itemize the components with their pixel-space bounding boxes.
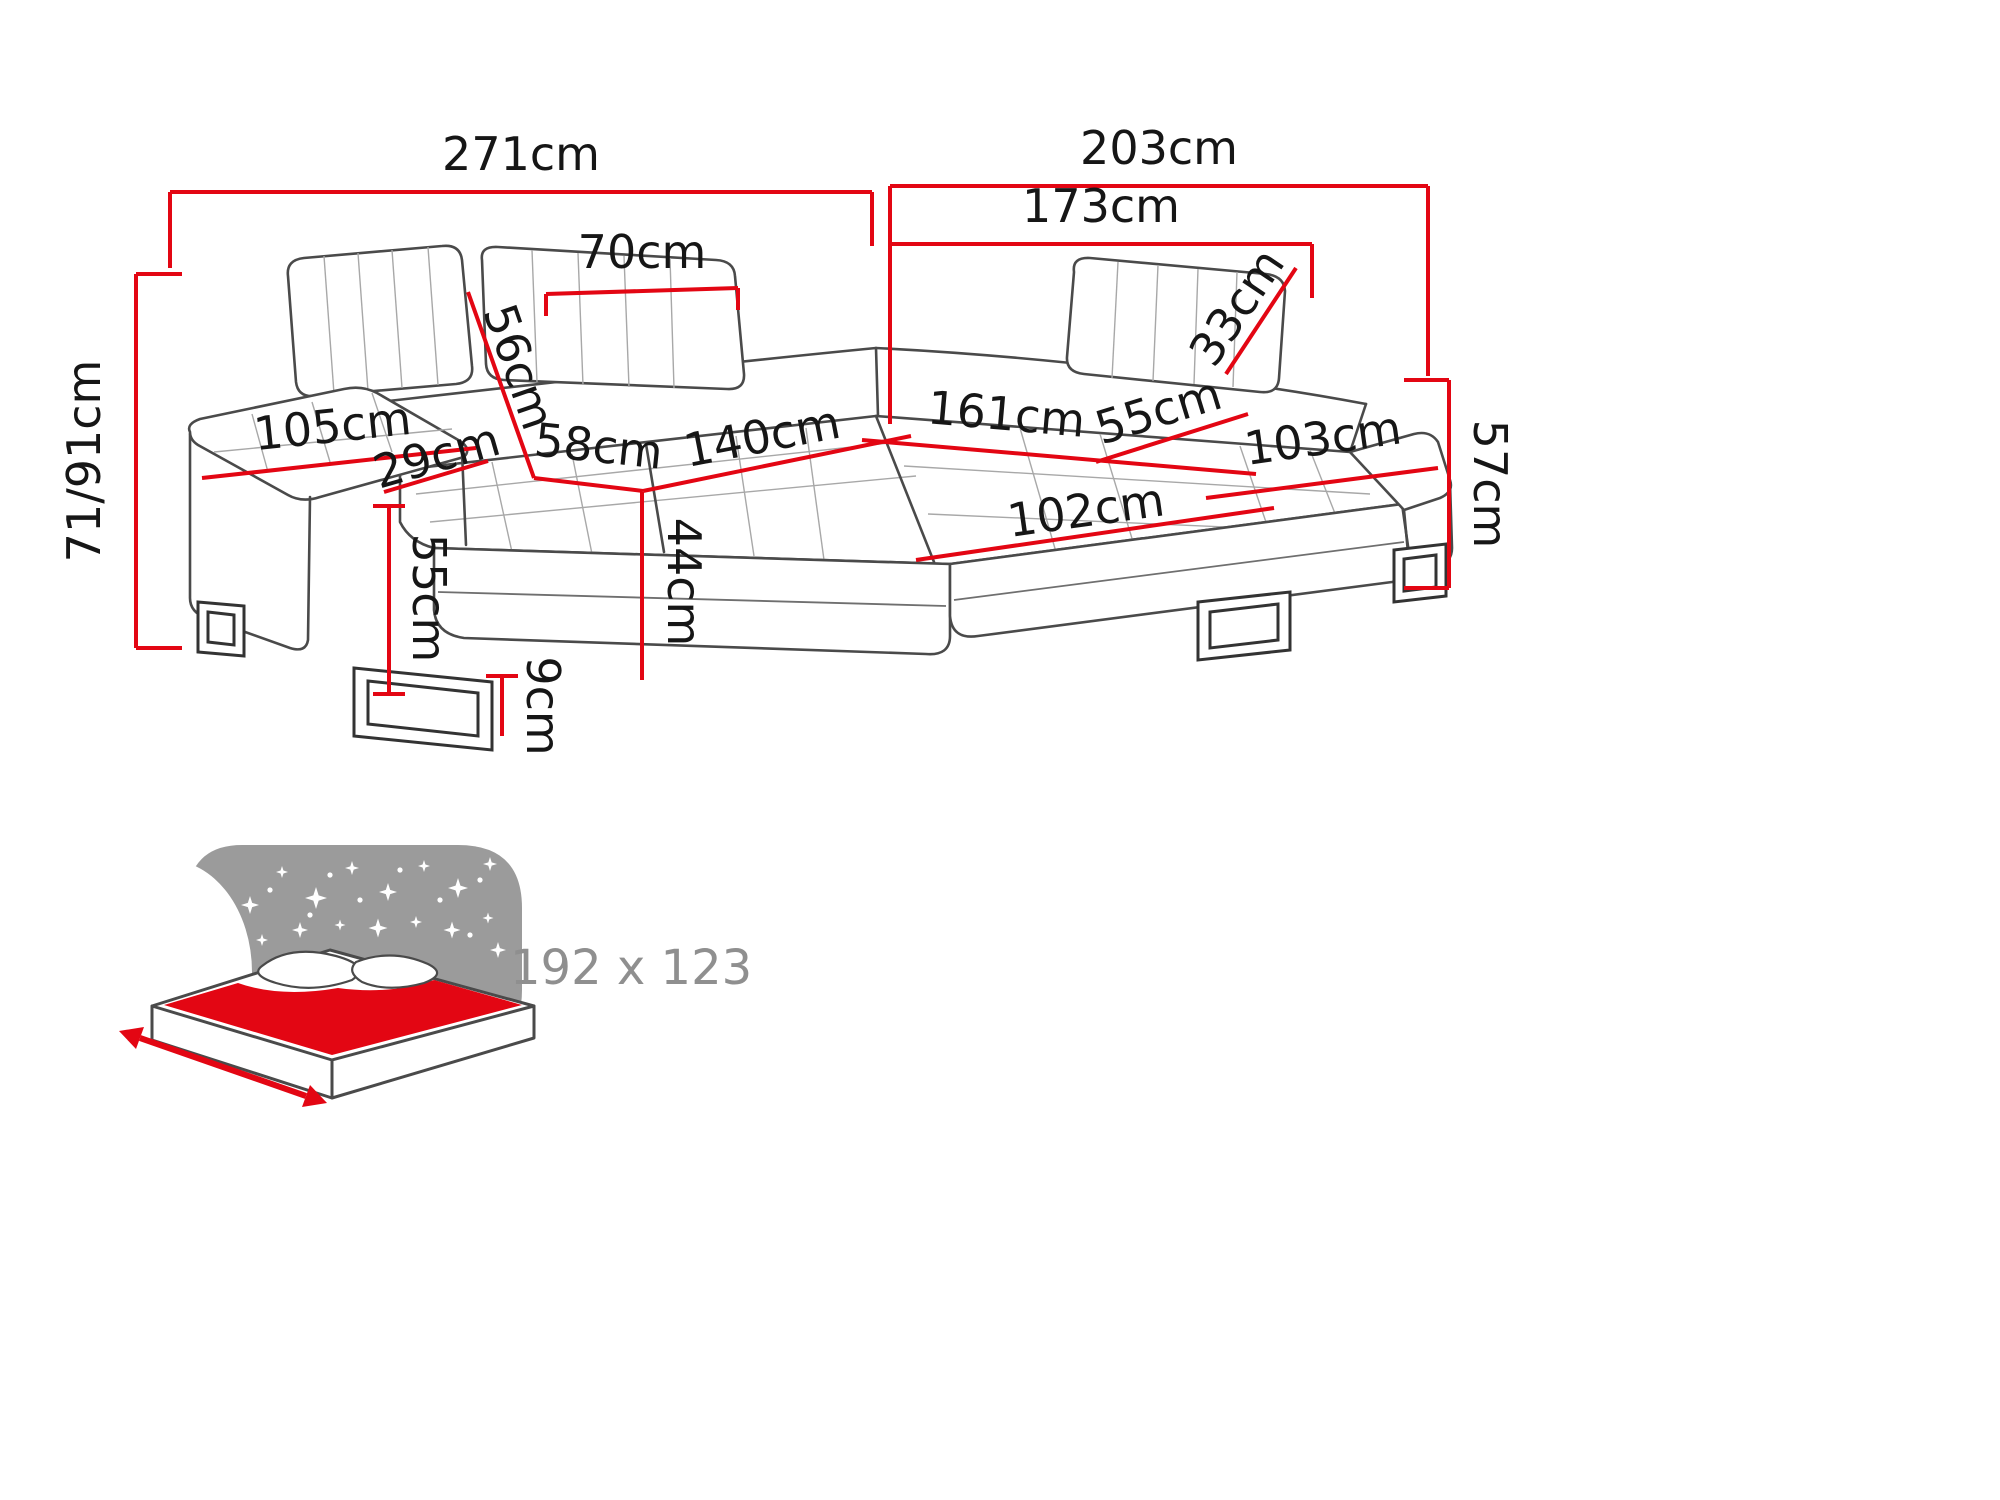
leg-far-right [1392, 542, 1448, 604]
dimension-57: 57cm [1404, 378, 1517, 590]
mattress-sheet [164, 980, 522, 1055]
dimension-58: 58cm [532, 413, 666, 493]
dimension-label: 71/91cm [57, 360, 111, 563]
dimension-271: 271cm [168, 127, 874, 268]
dimension-label: 271cm [442, 127, 600, 181]
mattress-icon [119, 948, 536, 1107]
leg-front-left [352, 666, 494, 752]
leg-front-right [1196, 590, 1292, 662]
dimension-label: 173cm [1022, 179, 1180, 233]
leg-under-arm [196, 600, 246, 658]
sleeping-area-icon: 192 x 123 [84, 845, 752, 1107]
dimension-lines: 271cm 203cm 173cm 71/91cm 70cm [57, 121, 1517, 756]
headrest-cushion-right [1065, 256, 1287, 394]
dimension-label: 44cm [657, 518, 711, 647]
dimension-9: 9cm [486, 656, 570, 756]
sleeping-area-label: 192 x 123 [510, 940, 752, 996]
dimension-55-front: 55cm [373, 504, 456, 696]
dimension-label: 57cm [1463, 420, 1517, 549]
seat-cushion-gap [644, 442, 666, 554]
dimension-70: 70cm [544, 225, 740, 316]
width-arrow [119, 1027, 327, 1107]
dimension-label: 9cm [516, 656, 570, 755]
dimension-173: 173cm [890, 179, 1314, 298]
pillow-left [257, 950, 361, 989]
dimension-label: 70cm [578, 225, 707, 279]
headrest-cushion-middle [480, 245, 746, 391]
headrest-cushion-left [286, 244, 474, 398]
dimension-71-91: 71/91cm [57, 272, 182, 650]
pillow-right [351, 954, 439, 989]
stars-decoration [241, 857, 506, 958]
dimension-label: 203cm [1080, 121, 1238, 175]
sofa-base-left [432, 546, 952, 656]
dimension-label: 55cm [402, 534, 456, 663]
dimension-label: 58cm [532, 413, 666, 480]
dimension-203: 203cm [888, 121, 1430, 424]
dimension-44: 44cm [640, 492, 711, 680]
sofa-back-corner-seam [874, 346, 880, 418]
